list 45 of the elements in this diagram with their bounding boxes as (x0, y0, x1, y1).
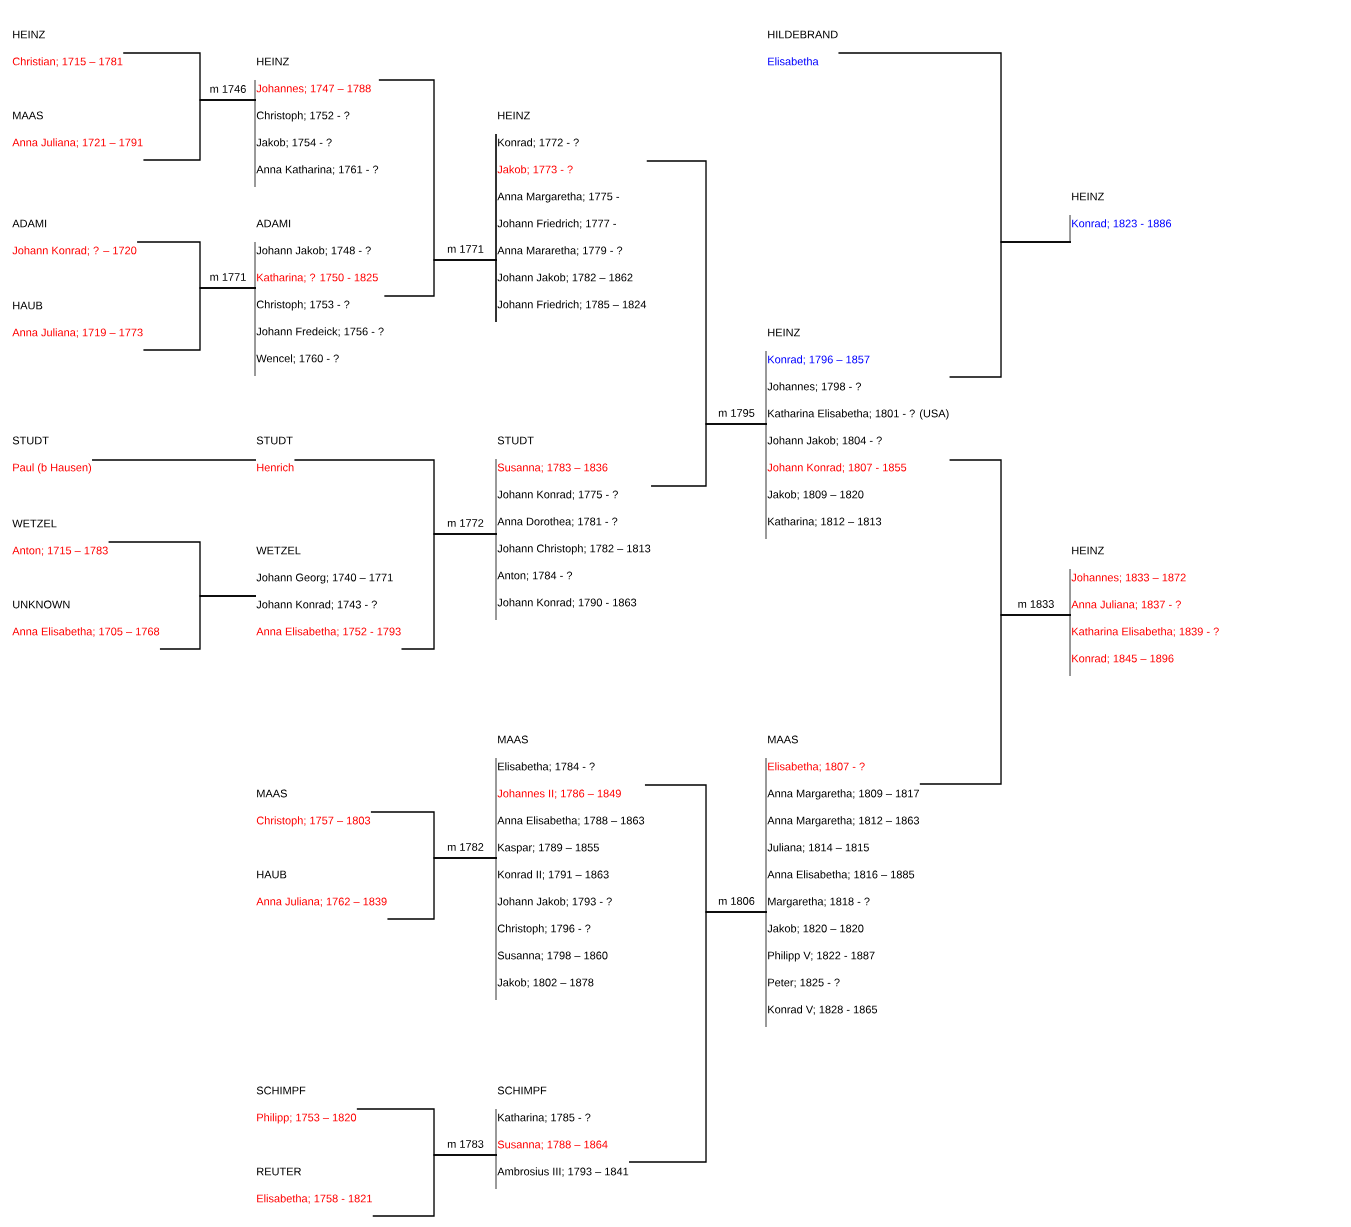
connector-line (383, 259, 498, 297)
connector-line (948, 241, 1072, 378)
family-group: HEINZ Konrad; 1823 - 1886 (1072, 192, 1172, 229)
connector-line (919, 614, 1072, 785)
family-group: HEINZ Konrad; 1772 - ? Jakob; 1773 - ? Anna Margaretha; 1775 - Johann Friedrich; 1777 - Anna Mararetha; 1779 - ? Johann Jakob; 1782 – 1862 Johann Friedrich; 1785 – 1824 (497, 111, 647, 310)
connector-line (372, 1154, 498, 1217)
family-group: HEINZ Johannes; 1833 – 1872 Anna Juliana; 1837 - ? Katharina Elisabetha; 1839 - ? Konrad; 1845 – 1896 (1071, 546, 1219, 664)
family-group: MAAS Elisabetha; 1807 - ? Anna Margaretha; 1809 – 1817 Anna Margaretha; 1812 – 1863 Juliana; 1814 – 1815 Anna Elisabetha; 1816 – 1885 Margaretha; 1818 - ? Jakob; 1820 – 1820 Philipp V; 1822 - 1887 Peter; 1825 - ? Konrad V; 1828 - 1865 (767, 735, 920, 1015)
marriage-label: m 1772 (445, 517, 486, 529)
marriage-label: m 1833 (1016, 598, 1056, 610)
family-group: SCHIMPF Philipp; 1753 – 1820 (256, 1086, 357, 1124)
family-group: WETZEL Anton; 1715 – 1783 (12, 519, 108, 556)
marriage-label: m 1771 (208, 271, 248, 283)
family-group: UNKNOWN Anna Elisabetha; 1705 – 1768 (12, 600, 160, 637)
marriage-label: m 1783 (445, 1138, 486, 1150)
family-group: STUDT Henrich (256, 436, 294, 472)
connector-line (400, 533, 498, 650)
marriage-label: m 1746 (208, 83, 248, 95)
family-group: REUTER Elisabetha; 1758 - 1821 (257, 1167, 372, 1204)
connector-line (628, 911, 768, 1163)
connector-line (159, 595, 257, 650)
family-group: WETZEL Johann Georg; 1740 – 1771 Johann Konrad; 1743 - ? Anna Elisabetha; 1752 - 1793 (256, 546, 401, 637)
family-group: HEINZ Johannes; 1747 – 1788 Christoph; 1752 - ? Jakob; 1754 - ? Anna Katharina; 1761 - ? (256, 57, 379, 175)
family-group: STUDT Paul (b Hausen) (12, 436, 92, 474)
marriage-label: m 1806 (716, 895, 757, 907)
family-group: HAUB Anna Juliana; 1762 – 1839 (256, 870, 387, 907)
marriage-label: m 1771 (445, 243, 486, 255)
family-group: ADAMI Johann Jakob; 1748 - ? Katharina; ? 1750 - 1825 Christoph; 1753 - ? Johann Fredeick; 1756 - ? Wencel; 1760 - ? (256, 219, 384, 364)
connector-line (142, 287, 257, 351)
family-group: STUDT Susanna; 1783 – 1836 Johann Konrad; 1775 - ? Anna Dorothea; 1781 - ? Johann Christoph; 1782 – 1813 Anton; 1784 - ? Johann Konrad; 1790 - 1863 (497, 436, 651, 608)
marriage-label: m 1782 (445, 841, 486, 853)
family-group: HILDEBRAND Elisabetha (768, 30, 838, 66)
marriage-label: m 1795 (716, 407, 757, 419)
connector-line (650, 423, 768, 487)
connector-line (386, 857, 498, 920)
family-group: ADAMI Johann Konrad; ? – 1720 (12, 219, 137, 256)
connector-line (142, 99, 257, 161)
family-group: HEINZ Konrad; 1796 – 1857 Johannes; 1798 - ? Katharina Elisabetha; 1801 - ? (USA) Johann Jakob; 1804 - ? Johann Konrad; 1807 - 1855 Jakob; 1809 – 1820 Katharina; 1812 – 1813 (767, 328, 949, 527)
family-group: MAAS Anna Juliana; 1721 – 1791 (12, 111, 143, 148)
family-group: MAAS Elisabetha; 1784 - ? Johannes II; 1786 – 1849 Anna Elisabetha; 1788 – 1863 Kaspar; 1789 – 1855 Konrad II; 1791 – 1863 Johann Jakob; 1793 - ? Christoph; 1796 - ? Susanna; 1798 – 1860 Jakob; 1802 – 1878 (497, 735, 645, 988)
family-group: HAUB Anna Juliana; 1719 – 1773 (12, 301, 143, 338)
connector-line (91, 459, 257, 461)
family-group: HEINZ Christian; 1715 – 1781 (12, 30, 123, 67)
family-group: MAAS Christoph; 1757 – 1803 (256, 789, 371, 827)
family-group: SCHIMPF Katharina; 1785 - ? Susanna; 1788 – 1864 Ambrosius III; 1793 – 1841 (497, 1086, 629, 1177)
